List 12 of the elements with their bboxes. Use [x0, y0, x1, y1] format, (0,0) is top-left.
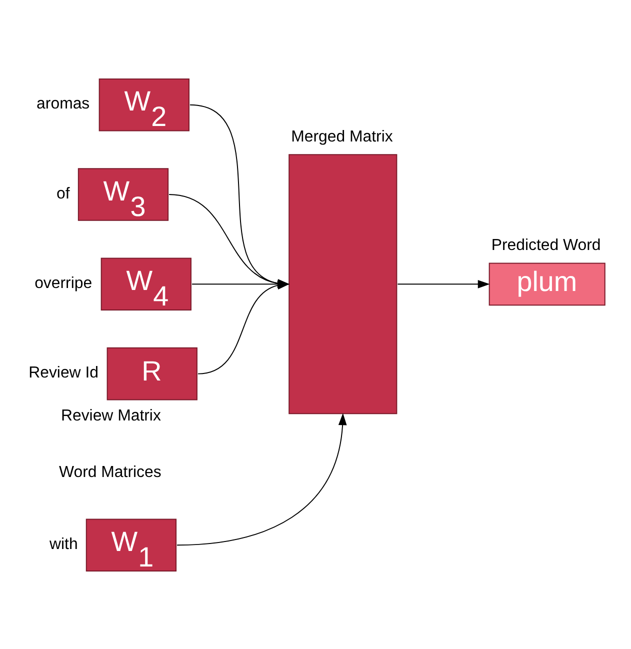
node-label: Review Id — [28, 364, 99, 382]
node-label: aromas — [36, 95, 90, 112]
node-label: overripe — [34, 274, 92, 292]
node-label: Review Matrix — [60, 406, 161, 424]
label: Word Matrices — [58, 464, 162, 481]
node-label: Merged Matrix — [291, 128, 393, 146]
node-label: of — [56, 184, 70, 202]
node-label: Predicted Word — [491, 236, 601, 254]
arrow — [197, 280, 290, 374]
node-label: with — [50, 535, 78, 552]
arrow — [397, 279, 490, 288]
arrow — [176, 412, 347, 546]
